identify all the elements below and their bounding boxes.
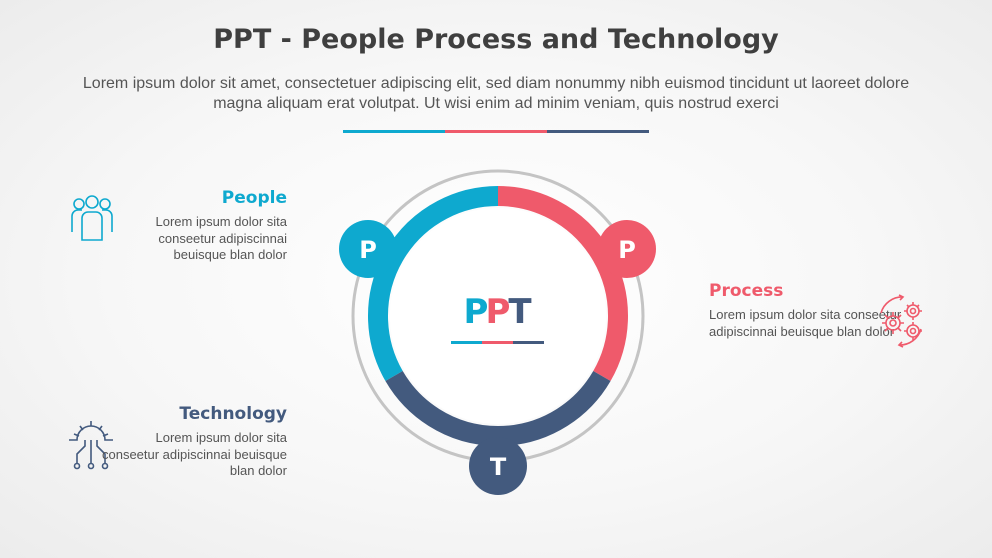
technology-arc-segment [385,370,611,446]
people-badge: P [339,220,397,278]
title-underline-process [445,130,547,133]
gears-cycle-icon [880,294,922,348]
page-subtitle: Lorem ipsum dolor sit amet, consectetuer… [82,75,910,112]
center-underline-people [451,341,482,344]
process-badge-letter: P [618,236,636,264]
center-letter-p2: P [486,292,511,332]
center-label: P P T [451,292,544,344]
ppt-cycle-diagram: P P T P P T [339,169,656,495]
center-letter-t: T [508,292,532,332]
process-description: Lorem ipsum dolor sita conseetur adipisc… [709,307,902,339]
title-underline-people [343,130,445,133]
technology-badge: T [469,437,527,495]
people-badge-letter: P [359,236,377,264]
process-heading: Process [709,281,784,301]
technology-badge-letter: T [490,453,507,481]
process-badge: P [598,220,656,278]
page-title: PPT - People Process and Technology [213,24,779,55]
center-underline-process [482,341,513,344]
technology-heading: Technology [179,404,287,424]
technology-description: Lorem ipsum dolor sita conseetur adipisc… [101,430,287,478]
title-underline-technology [547,130,649,133]
people-description: Lorem ipsum dolor sita conseetur adipisc… [155,214,288,262]
center-underline-technology [513,341,544,344]
people-heading: People [221,188,287,208]
circuit-gear-icon [69,421,113,470]
people-group-icon [71,195,113,241]
center-letter-p1: P [464,292,489,332]
center-disc [390,208,606,424]
